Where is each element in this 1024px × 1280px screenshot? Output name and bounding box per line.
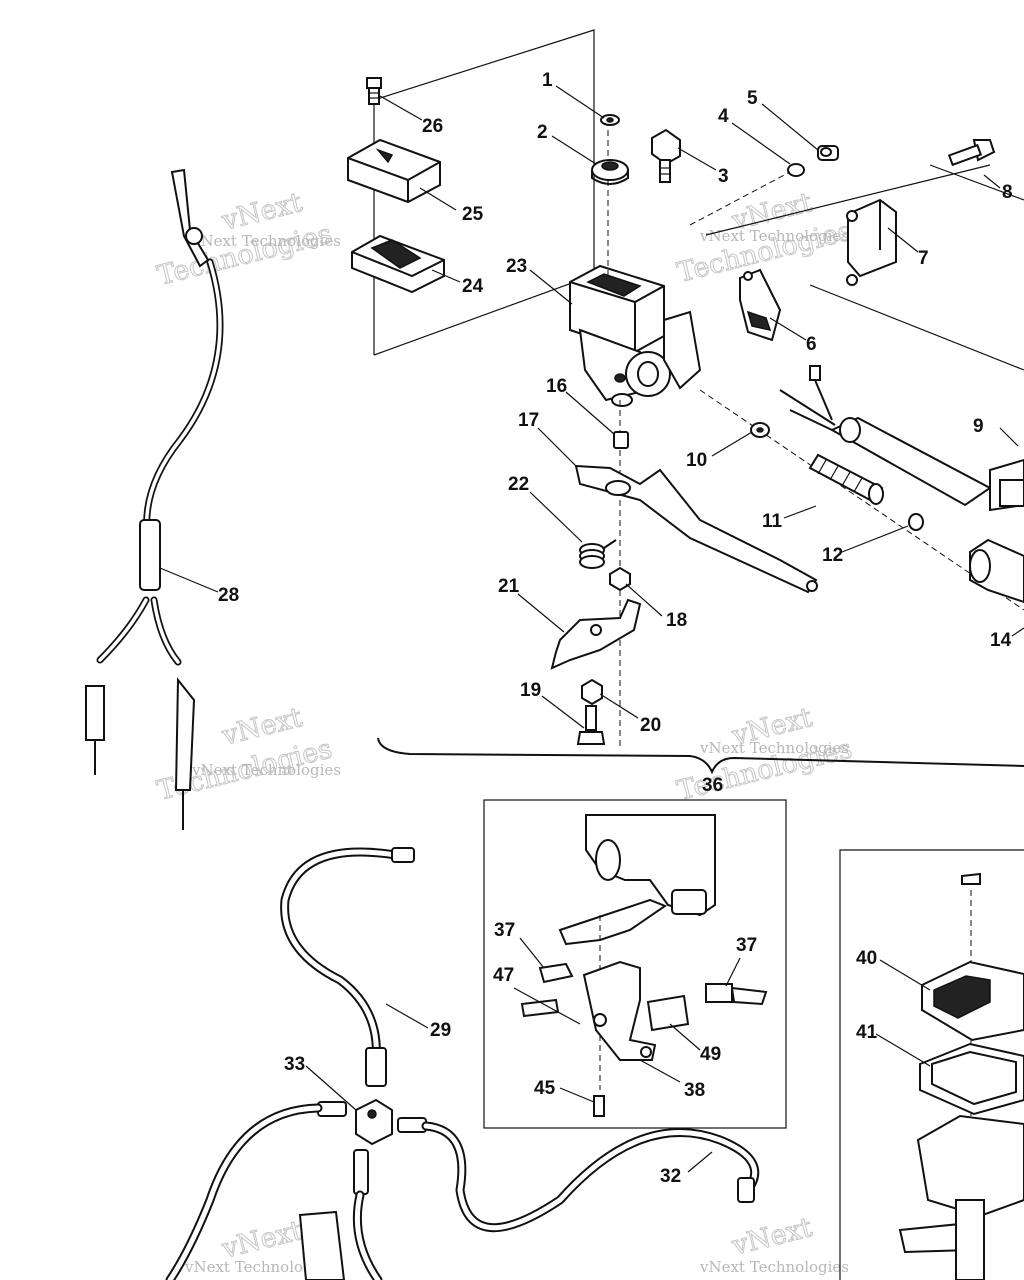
callout-8: 8 <box>1002 182 1013 203</box>
callout-22: 22 <box>508 474 529 495</box>
part-12-washer <box>908 513 924 531</box>
part-29-brake-hose <box>280 847 415 1087</box>
callout-40: 40 <box>856 948 877 969</box>
part-16-spacer <box>613 431 629 449</box>
watermark-2: vNext Technologies vNext Technologies <box>674 187 856 290</box>
watermark-brand: vNext Technologies <box>699 739 849 757</box>
part-10-ring-terminal <box>750 422 770 438</box>
watermark-word-vnext: vNext <box>728 1212 815 1262</box>
part-9-switch-assembly <box>779 365 1024 512</box>
callout-17: 17 <box>518 410 539 431</box>
callout-24: 24 <box>462 276 484 297</box>
callout-37-left: 37 <box>494 920 515 941</box>
part-5-bleeder-screw <box>817 145 839 161</box>
callout-38: 38 <box>684 1080 705 1101</box>
part-2-grommet <box>591 159 629 185</box>
callout-21: 21 <box>498 576 520 597</box>
callout-23: 23 <box>506 256 527 277</box>
part-28-brake-cable <box>85 168 224 830</box>
callout-32: 32 <box>660 1166 681 1187</box>
callout-labels: 1 2 3 4 5 6 7 8 9 10 11 12 14 16 17 18 1… <box>218 70 1013 1187</box>
callout-29: 29 <box>430 1020 451 1041</box>
inset-switch-kit <box>483 799 787 1129</box>
callout-16: 16 <box>546 376 567 397</box>
callout-47: 47 <box>493 965 514 986</box>
part-21-switch-bracket <box>550 598 642 670</box>
leader-lines <box>159 85 1024 1173</box>
callout-33: 33 <box>284 1054 305 1075</box>
part-23-master-cylinder <box>569 264 702 407</box>
part-18-nut <box>609 566 631 592</box>
callout-1: 1 <box>542 70 553 91</box>
watermarks: vNext Technologies vNext Technologies vN… <box>154 187 856 1276</box>
callout-49: 49 <box>700 1044 721 1065</box>
part-22-return-spring <box>579 539 617 569</box>
callout-25: 25 <box>462 204 484 225</box>
part-11-spring <box>808 453 884 505</box>
callout-3: 3 <box>718 166 729 187</box>
callout-2: 2 <box>537 122 548 143</box>
part-4-washer <box>787 163 805 177</box>
part-3-banjo-bolt <box>651 128 681 183</box>
part-17-brake-lever <box>574 464 818 594</box>
callout-28: 28 <box>218 585 239 606</box>
part-32-brake-hose <box>421 1121 760 1233</box>
watermark-brand: vNext Technologies <box>191 232 341 250</box>
callout-18: 18 <box>666 610 687 631</box>
part-1-washer <box>600 114 620 126</box>
callout-45: 45 <box>534 1078 556 1099</box>
watermark-5: vNext vNext Technologies <box>184 1215 334 1276</box>
callout-26: 26 <box>422 116 443 137</box>
callout-19: 19 <box>520 680 541 701</box>
inset-reservoir-kit <box>839 849 1024 1280</box>
part-26-cap-screw <box>366 77 382 105</box>
watermark-brand: vNext Technologies <box>699 1258 849 1276</box>
callout-6: 6 <box>806 334 817 355</box>
part-25-reservoir-cover <box>347 138 441 204</box>
callout-12: 12 <box>822 545 843 566</box>
callout-5: 5 <box>747 88 758 109</box>
watermark-6: vNext vNext Technologies <box>699 1212 849 1276</box>
part-24-diaphragm <box>351 234 445 294</box>
watermark-brand: vNext Technologies <box>191 761 341 779</box>
part-20-lock-nut <box>581 678 603 706</box>
callout-9: 9 <box>973 416 984 437</box>
part-7-bracket <box>846 198 897 286</box>
callout-20: 20 <box>640 715 661 736</box>
part-33-brake-tee <box>317 1098 427 1195</box>
watermark-brand: vNext Technologies <box>699 227 849 245</box>
watermark-brand: vNext Technologies <box>184 1258 334 1276</box>
callout-41: 41 <box>856 1022 878 1043</box>
callout-4: 4 <box>718 106 729 127</box>
callout-14: 14 <box>990 630 1012 651</box>
part-14-grip <box>969 538 1024 604</box>
callout-7: 7 <box>918 248 929 269</box>
part-6-clamp <box>739 268 782 342</box>
callout-36: 36 <box>702 775 723 796</box>
callout-10: 10 <box>686 450 707 471</box>
assembly-36-bracket <box>377 737 1024 775</box>
part-19-screw <box>576 705 606 745</box>
callout-11: 11 <box>762 511 783 532</box>
part-8-screw <box>947 139 996 167</box>
callout-37-right: 37 <box>736 935 757 956</box>
